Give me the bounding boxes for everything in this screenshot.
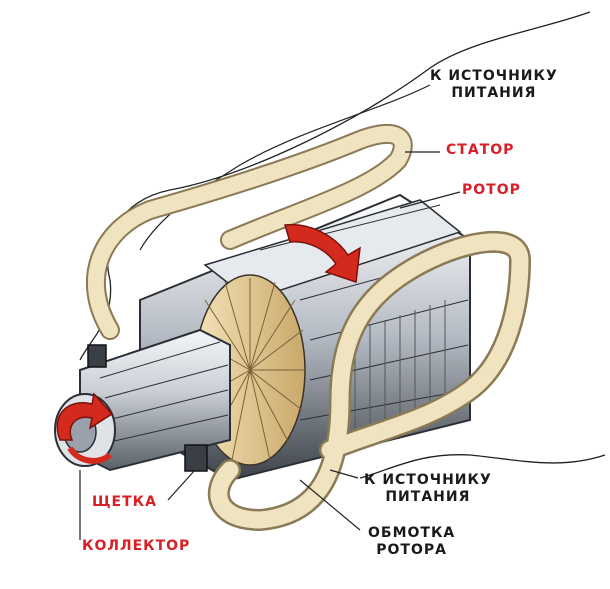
stator-label: СТАТОР [446, 142, 514, 159]
power-label-top: К ИСТОЧНИКУ ПИТАНИЯ [430, 68, 558, 102]
brush-label: ЩЕТКА [92, 494, 157, 511]
commutator-label: КОЛЛЕКТОР [82, 538, 190, 555]
power-label-bottom: К ИСТОЧНИКУ ПИТАНИЯ [364, 472, 492, 506]
rotor-label: РОТОР [462, 182, 521, 199]
rotor-winding-label: ОБМОТКА РОТОРА [368, 525, 455, 559]
